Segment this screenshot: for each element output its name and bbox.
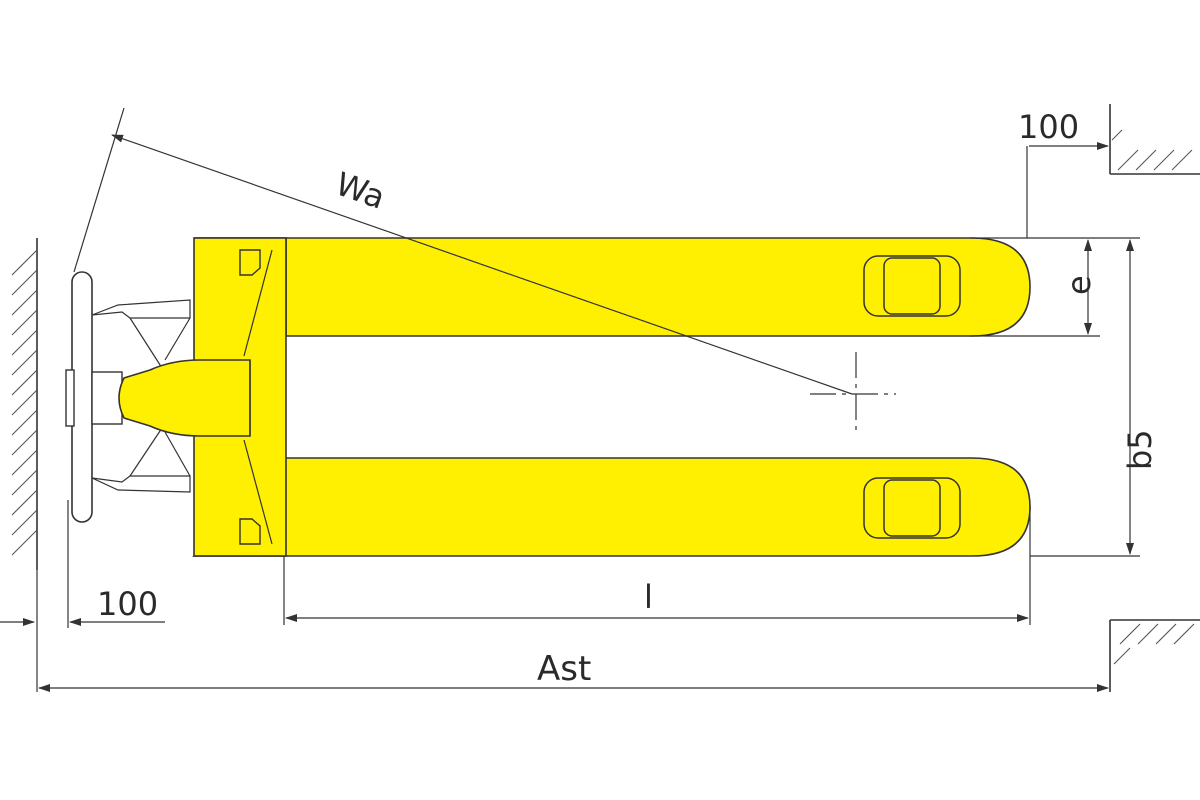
- b5-label: b5: [1121, 429, 1159, 470]
- fork-length-dimension: [283, 505, 1031, 625]
- turning-radius-dimension: [73, 107, 896, 436]
- handle: [65, 271, 191, 523]
- right-wall-top: [1109, 104, 1200, 175]
- pallet-truck-body: [118, 237, 1031, 557]
- pump-unit: [118, 359, 251, 437]
- l-label: l: [644, 578, 653, 616]
- top-clearance-dimension: [1026, 142, 1109, 238]
- load-roller-top: [863, 255, 961, 317]
- ast-label: Ast: [537, 649, 591, 689]
- chassis-plate-bottom: [239, 518, 261, 545]
- wa-label: Wa: [331, 165, 390, 217]
- aisle-width-dimension: [36, 570, 1109, 692]
- left-clearance-dimension: [0, 500, 165, 628]
- upper-fork: [194, 237, 1031, 337]
- e-label: e: [1060, 275, 1098, 295]
- left-wall: [11, 238, 38, 570]
- load-roller-bottom: [863, 477, 961, 539]
- lower-fork: [192, 457, 1031, 557]
- left-clearance-label: 100: [97, 585, 158, 623]
- fork-width-dimension: [970, 237, 1140, 337]
- top-clearance-label: 100: [1018, 108, 1079, 146]
- outer-width-dimension: [1030, 239, 1140, 557]
- chassis-plate-top: [239, 249, 261, 276]
- right-wall-bottom: [1109, 619, 1200, 692]
